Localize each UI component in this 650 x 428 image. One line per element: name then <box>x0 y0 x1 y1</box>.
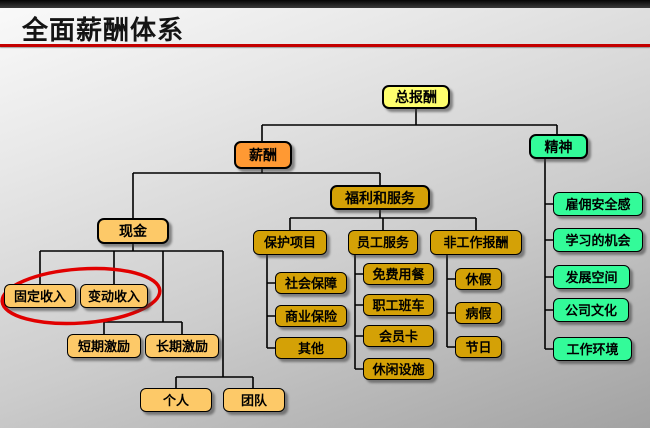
node-salary: 薪酬 <box>234 141 292 169</box>
node-free-meals: 免费用餐 <box>363 263 434 285</box>
node-cash: 现金 <box>97 218 169 244</box>
node-work-environment: 工作环境 <box>553 337 632 361</box>
node-other: 其他 <box>275 337 347 359</box>
node-vacation: 休假 <box>455 268 502 290</box>
node-benefits-services: 福利和服务 <box>330 185 430 210</box>
node-non-work-compensation: 非工作报酬 <box>430 230 522 255</box>
node-staff-shuttle: 职工班车 <box>363 294 434 316</box>
node-commercial-insurance: 商业保险 <box>275 305 347 327</box>
node-protection-programs: 保护项目 <box>253 230 327 255</box>
node-short-term-incentive: 短期激励 <box>67 334 141 358</box>
title-divider-line <box>0 44 650 47</box>
node-spirit: 精神 <box>529 134 588 159</box>
node-long-term-incentive: 长期激励 <box>145 334 219 358</box>
node-sick-leave: 病假 <box>455 302 502 324</box>
node-variable-income: 变动收入 <box>80 284 148 308</box>
node-fixed-income: 固定收入 <box>4 284 76 308</box>
node-individual: 个人 <box>140 388 212 412</box>
node-holidays: 节日 <box>455 336 502 358</box>
slide-title: 全面薪酬体系 <box>22 16 185 46</box>
node-leisure-facilities: 休闲设施 <box>363 358 434 380</box>
node-team: 团队 <box>223 388 285 412</box>
node-employee-services: 员工服务 <box>348 230 418 255</box>
node-learning-opportunities: 学习的机会 <box>553 228 643 252</box>
top-dark-bar <box>0 0 650 8</box>
node-development-space: 发展空间 <box>553 265 630 289</box>
node-company-culture: 公司文化 <box>553 298 629 322</box>
node-total-reward: 总报酬 <box>382 85 450 109</box>
node-employment-security: 雇佣安全感 <box>553 192 643 216</box>
node-social-security: 社会保障 <box>275 272 347 294</box>
node-membership-card: 会员卡 <box>363 325 434 347</box>
